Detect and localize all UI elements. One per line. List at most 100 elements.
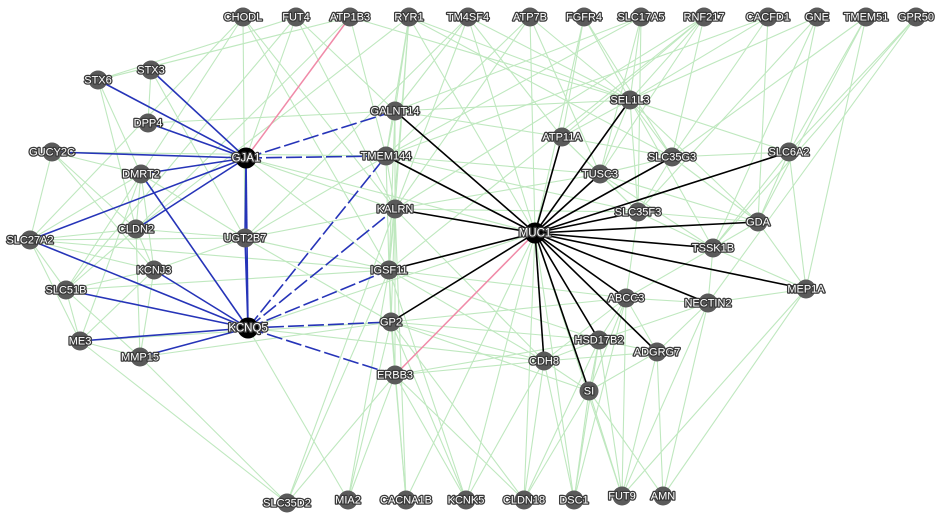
node-circle-slc51b — [56, 280, 76, 300]
node-slc27a2[interactable]: SLC27A2 — [5, 230, 55, 250]
edge-muc1-cdh8 — [534, 232, 545, 362]
node-slc17a5[interactable]: SLC17A5 — [616, 7, 666, 27]
node-tusc3[interactable]: TUSC3 — [581, 164, 619, 184]
node-label-slc6a2: SLC6A2 — [769, 147, 810, 159]
node-rnf217[interactable]: RNF217 — [682, 7, 726, 27]
node-slc51b[interactable]: SLC51B — [44, 280, 88, 300]
node-amn[interactable]: AMN — [649, 486, 677, 506]
edge-mmp15-gp2 — [139, 321, 392, 358]
edge-muc1-hsd17b2 — [534, 232, 600, 341]
node-slc35g3[interactable]: SLC35G3 — [647, 147, 697, 167]
node-slc6a2[interactable]: SLC6A2 — [767, 142, 811, 162]
node-tmem144[interactable]: TMEM144 — [359, 146, 413, 166]
node-circle-cldn2 — [126, 219, 146, 239]
node-cldn18[interactable]: CLDN18 — [502, 490, 546, 510]
node-me3[interactable]: ME3 — [67, 331, 93, 351]
node-dmrt2[interactable]: DMRT2 — [121, 164, 161, 184]
edge-tm4sf4-kalrn — [394, 16, 469, 210]
node-igsf11[interactable]: IGSF11 — [369, 260, 409, 280]
node-slc35f3[interactable]: SLC35F3 — [613, 202, 663, 222]
node-dpp4[interactable]: DPP4 — [132, 113, 164, 133]
node-adgrg7[interactable]: ADGRG7 — [632, 342, 682, 362]
node-kcnk5[interactable]: KCNK5 — [446, 490, 486, 510]
edge-kcnk5-erbb3 — [394, 374, 467, 501]
edge-slc27a2-me3 — [29, 239, 81, 342]
node-label-slc35g3: SLC35G3 — [648, 152, 696, 164]
node-mia2[interactable]: MIA2 — [334, 490, 362, 510]
node-circle-cldn18 — [514, 490, 534, 510]
node-tssk1b[interactable]: TSSK1B — [691, 238, 735, 258]
node-label-tssk1b: TSSK1B — [692, 243, 734, 255]
node-gda[interactable]: GDA — [745, 212, 772, 232]
node-circle-tmem51 — [856, 7, 876, 27]
node-gp2[interactable]: GP2 — [379, 312, 403, 332]
node-gucy2c[interactable]: GUCY2C — [28, 142, 76, 162]
node-sel1l3[interactable]: SEL1L3 — [609, 90, 651, 110]
node-fut4[interactable]: FUT4 — [281, 7, 311, 27]
node-si[interactable]: SI — [579, 381, 599, 401]
node-label-cldn18: CLDN18 — [503, 495, 545, 507]
node-cacna1b[interactable]: CACNA1B — [379, 490, 433, 510]
node-muc1[interactable]: MUC1 — [517, 222, 553, 244]
node-label-mep1a: MEP1A — [787, 284, 825, 296]
edge-atp7b-sel1l3 — [529, 16, 631, 101]
node-gpr50[interactable]: GPR50 — [897, 7, 935, 27]
coexpression-edges — [29, 16, 917, 504]
node-atp1b3[interactable]: ATP1B3 — [329, 7, 371, 27]
node-tm4sf4[interactable]: TM4SF4 — [446, 7, 490, 27]
node-nectin2[interactable]: NECTIN2 — [683, 293, 733, 313]
node-circle-stx6 — [88, 70, 108, 90]
edge-gne-slc35f3 — [637, 16, 818, 213]
node-label-adgrg7: ADGRG7 — [634, 347, 680, 359]
node-circle-fgfr4 — [574, 7, 594, 27]
node-gne[interactable]: GNE — [804, 7, 830, 27]
node-erbb3[interactable]: ERBB3 — [376, 365, 414, 385]
node-slc35d2[interactable]: SLC35D2 — [262, 493, 312, 513]
node-circle-atp1b3 — [340, 7, 360, 27]
node-label-kcnq5: KCNQ5 — [228, 323, 268, 335]
node-cdh8[interactable]: CDH8 — [528, 351, 560, 371]
node-mmp15[interactable]: MMP15 — [120, 347, 160, 367]
node-gja1[interactable]: GJA1 — [230, 147, 262, 169]
edge-tmem51-mep1a — [805, 16, 867, 290]
node-fgfr4[interactable]: FGFR4 — [565, 7, 603, 27]
node-cldn2[interactable]: CLDN2 — [117, 219, 155, 239]
edge-slc17a5-tmem144 — [385, 16, 642, 157]
node-ryr1[interactable]: RYR1 — [393, 7, 425, 27]
edge-amn-nectin2 — [662, 302, 709, 497]
edge-gp2-abcc3 — [390, 297, 627, 323]
edge-gucy2c-dmrt2 — [51, 151, 142, 175]
edge-fut9-abcc3 — [621, 297, 627, 497]
node-circle-atp7b — [520, 7, 540, 27]
edge-tm4sf4-muc1 — [467, 16, 536, 234]
edge-gja1-igsf11 — [245, 157, 390, 271]
node-label-slc35d2: SLC35D2 — [263, 498, 311, 510]
node-kalrn[interactable]: KALRN — [375, 199, 415, 219]
edge-sel1l3-slc35g3 — [629, 99, 673, 158]
node-galnt14[interactable]: GALNT14 — [369, 101, 421, 121]
node-label-chodl: CHODL — [224, 12, 263, 24]
node-label-igsf11: IGSF11 — [370, 265, 407, 277]
node-hsd17b2[interactable]: HSD17B2 — [573, 330, 625, 350]
node-tmem51[interactable]: TMEM51 — [842, 7, 890, 27]
node-cacfd1[interactable]: CACFD1 — [745, 7, 791, 27]
node-stx3[interactable]: STX3 — [136, 60, 166, 80]
edge-slc35g3-slc35f3 — [637, 156, 673, 213]
edge-rnf217-tusc3 — [599, 16, 705, 175]
node-atp7b[interactable]: ATP7B — [512, 7, 548, 27]
edge-gda-mep1a — [757, 221, 807, 290]
node-label-fut9: FUT9 — [608, 491, 636, 503]
node-mep1a[interactable]: MEP1A — [786, 279, 827, 299]
edge-kcnq5-gp2 — [247, 321, 392, 329]
node-label-slc51b: SLC51B — [46, 285, 87, 297]
node-ugt2b7[interactable]: UGT2B7 — [222, 228, 268, 248]
node-atp11a[interactable]: ATP11A — [541, 127, 584, 147]
node-abcc3[interactable]: ABCC3 — [606, 288, 646, 308]
node-dsc1[interactable]: DSC1 — [558, 490, 590, 510]
node-kcnj3[interactable]: KCNJ3 — [135, 260, 173, 280]
node-chodl[interactable]: CHODL — [222, 7, 264, 27]
node-stx6[interactable]: STX6 — [83, 70, 113, 90]
edge-dsc1-abcc3 — [573, 297, 627, 501]
node-kcnq5[interactable]: KCNQ5 — [227, 317, 269, 339]
node-fut9[interactable]: FUT9 — [607, 486, 637, 506]
